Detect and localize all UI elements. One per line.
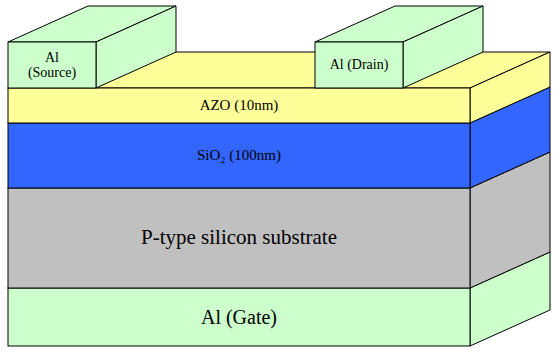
layer-label: SiO₂ (100nm) (197, 147, 281, 164)
gate-electrode: Al (Gate) (8, 288, 470, 346)
azo-side (470, 52, 550, 123)
substrate-layer: P-type silicon substrate (8, 188, 470, 288)
drain-electrode: Al (Drain) (315, 42, 403, 88)
oxide-layer: SiO₂ (100nm) (8, 123, 470, 188)
oxide-front (8, 123, 470, 188)
layer-label: AZO (10nm) (200, 97, 279, 114)
source-electrode: Al (Source) (8, 42, 96, 88)
layer-label: Al (Source) (21, 50, 83, 81)
azo-layer: AZO (10nm) (8, 88, 470, 123)
azo-front (8, 88, 470, 123)
drain-side (403, 6, 483, 88)
source-front (8, 42, 96, 88)
layer-label: Al (Drain) (330, 57, 389, 72)
layer-label: Al (Gate) (201, 306, 277, 328)
source-side (96, 6, 176, 88)
drain-front (315, 42, 403, 88)
gate-front (8, 288, 470, 346)
substrate-front (8, 188, 470, 288)
layer-label: P-type silicon substrate (141, 226, 337, 249)
